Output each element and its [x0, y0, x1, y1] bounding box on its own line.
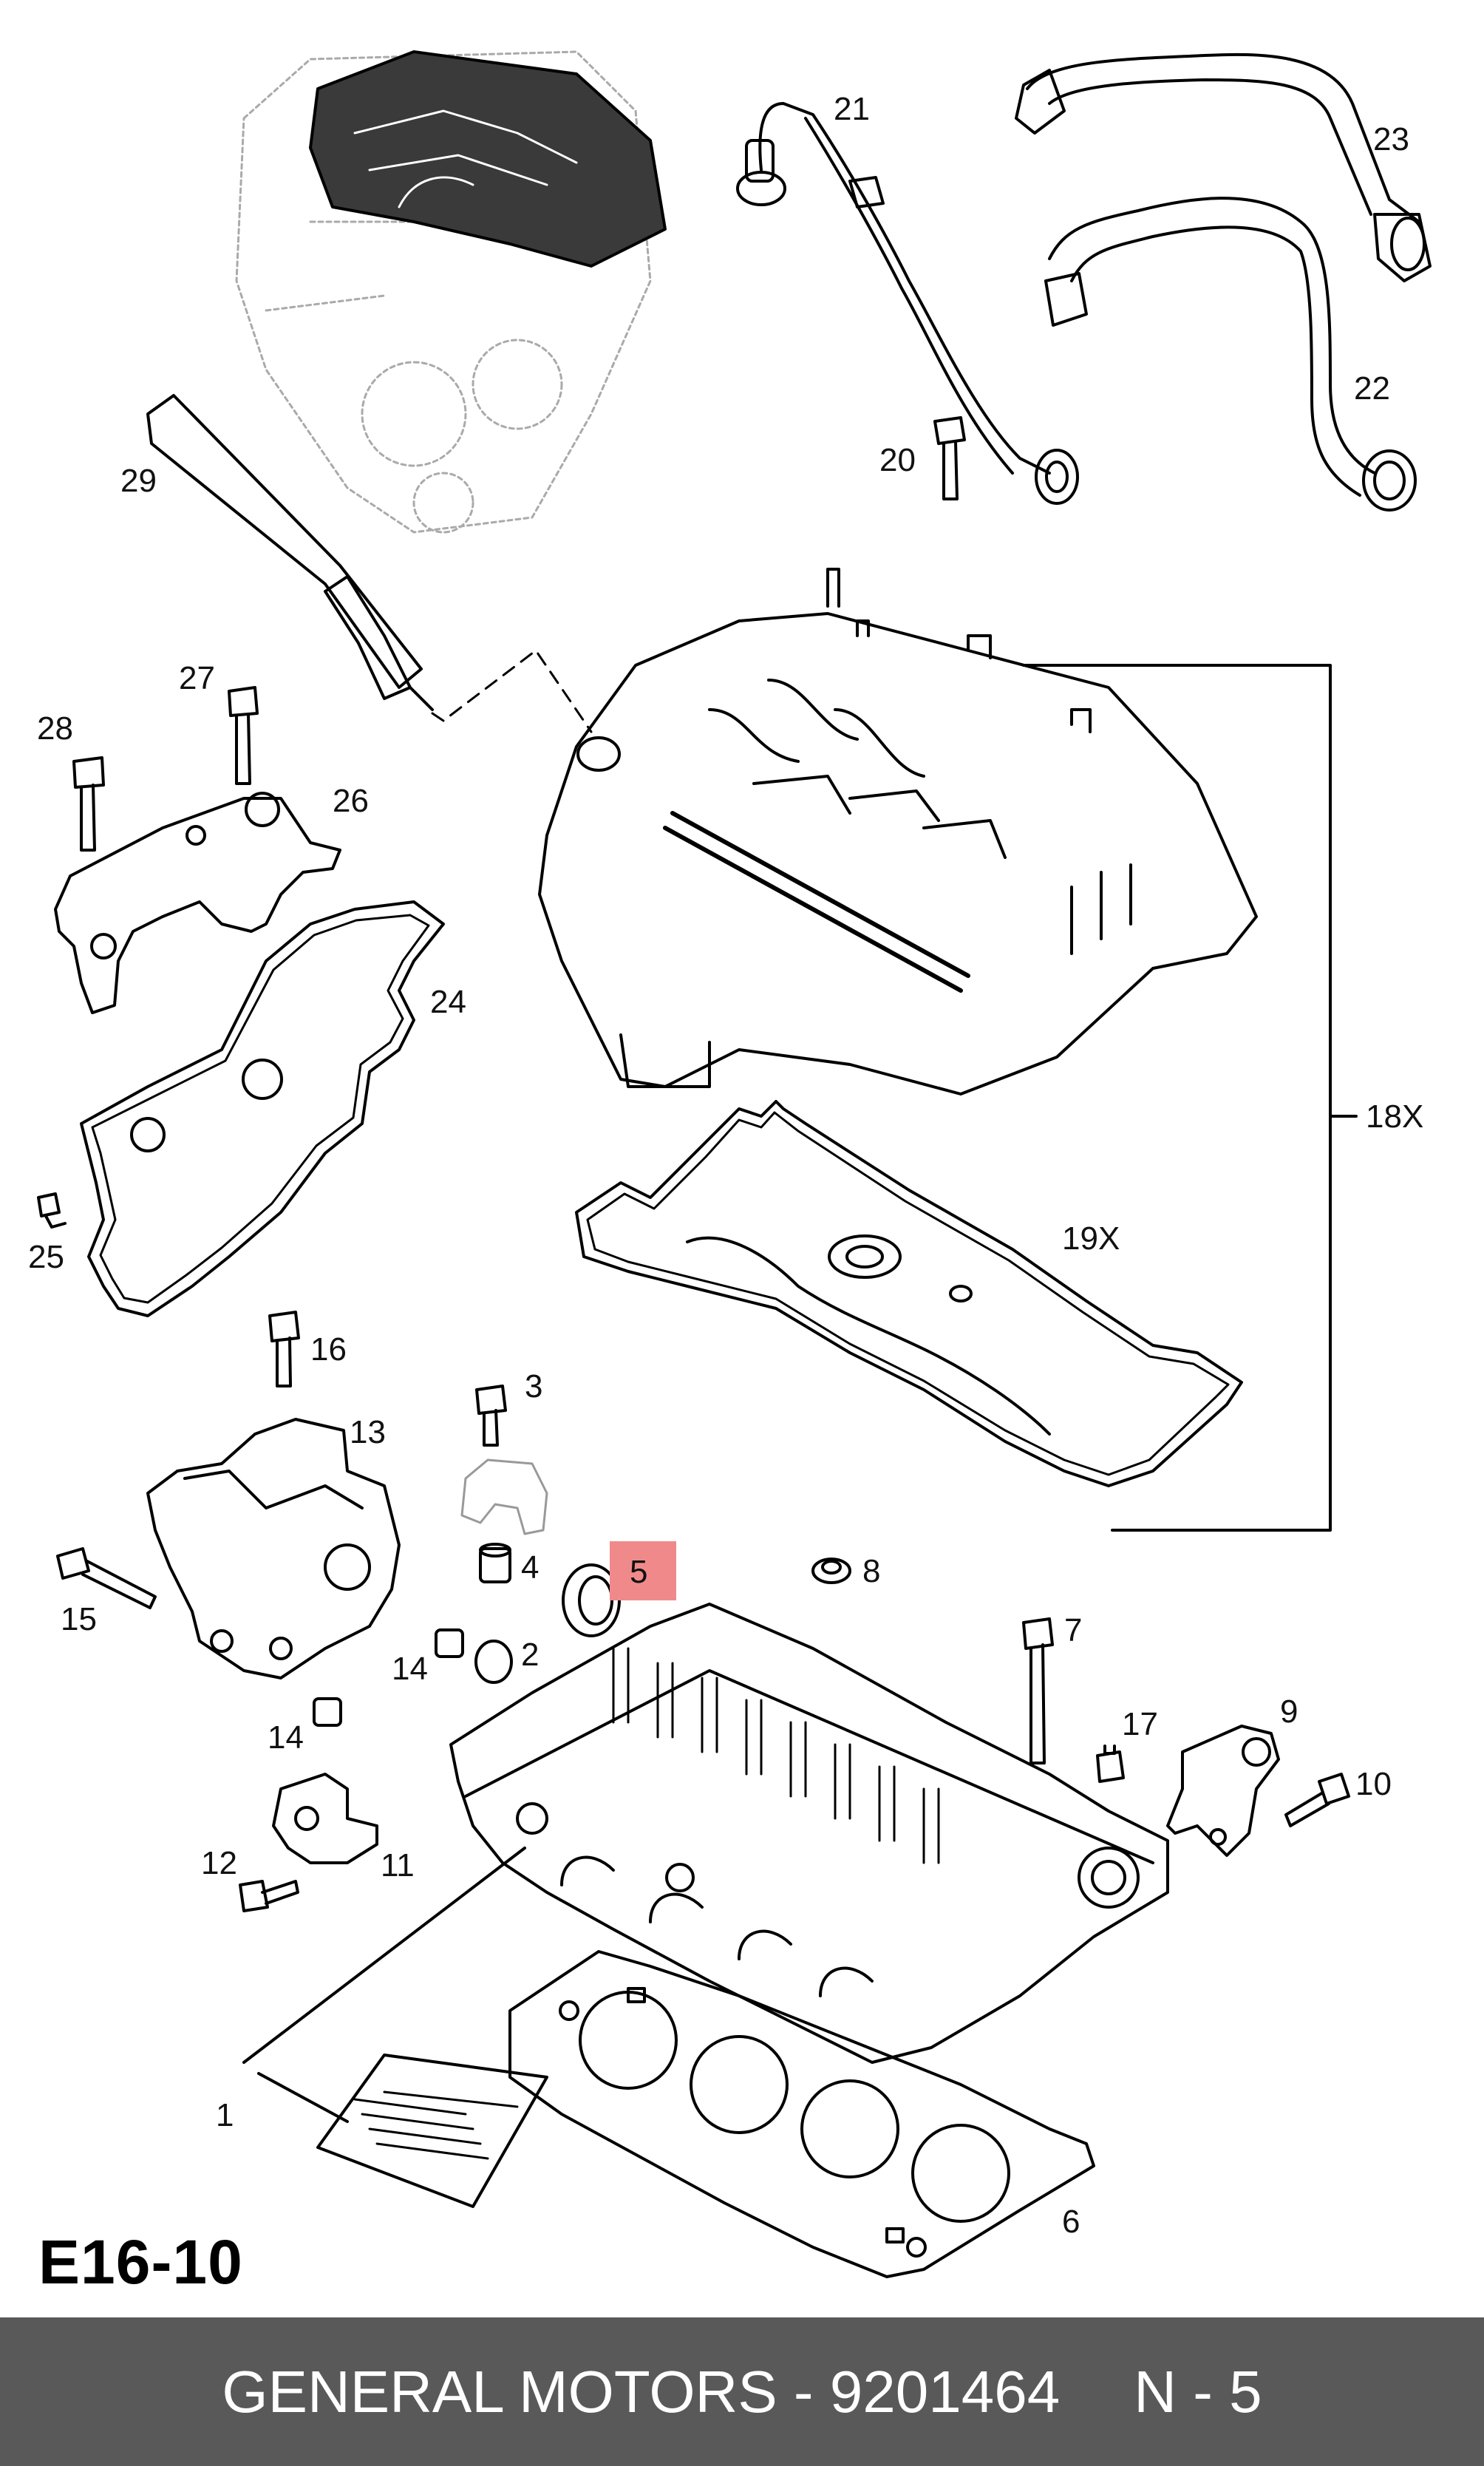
bolt-27 [228, 686, 259, 785]
highlight-box-part-5 [610, 1541, 676, 1600]
leader-1 [242, 1847, 526, 2123]
callout-8: 8 [862, 1553, 880, 1589]
callout-14a: 14 [392, 1651, 428, 1687]
bracket-26 [54, 792, 341, 1014]
timing-cover-gasket-24 [80, 900, 445, 1317]
callout-18X: 18X [1366, 1098, 1423, 1135]
sleeve-14a [435, 1628, 464, 1658]
stud-7 [1022, 1617, 1054, 1764]
dipstick-dashed-leader [431, 649, 593, 733]
engine-thumbnail [235, 50, 667, 534]
hose-21 [736, 102, 1079, 505]
exploded-parts-diagram: 1 2 3 4 5 6 7 8 9 10 11 12 13 14 14 15 1… [28, 50, 1432, 2278]
callout-23: 23 [1373, 121, 1409, 157]
callout-21: 21 [834, 91, 870, 127]
bolt-15 [56, 1547, 157, 1609]
valve-cover-gasket-19X [575, 1100, 1243, 1487]
callout-17: 17 [1122, 1706, 1158, 1742]
callout-16: 16 [310, 1331, 347, 1368]
callout-22: 22 [1354, 370, 1390, 407]
bolt-16 [268, 1311, 300, 1387]
sleeve-4 [479, 1543, 511, 1583]
callout-19X: 19X [1062, 1220, 1120, 1257]
callout-25: 25 [28, 1239, 64, 1275]
callout-4: 4 [521, 1549, 539, 1586]
callout-7: 7 [1064, 1612, 1082, 1648]
callout-15: 15 [61, 1601, 97, 1637]
clip-3 [460, 1458, 548, 1535]
head-gasket-6 [508, 1950, 1095, 2278]
callout-6: 6 [1062, 2204, 1080, 2240]
callout-27: 27 [179, 660, 215, 696]
cylinder-head-1 [449, 1603, 1169, 2064]
callout-5: 5 [630, 1554, 647, 1590]
bolt-17 [1096, 1745, 1125, 1783]
callout-11: 11 [381, 1847, 415, 1884]
callout-20: 20 [879, 442, 916, 478]
footer-part-number: 9201464 [829, 2358, 1061, 2425]
callout-labels: 1 2 3 4 5 6 7 8 9 10 11 12 13 14 14 15 1… [28, 91, 1423, 2240]
bolt-25 [37, 1192, 67, 1229]
footer-bar: GENERAL MOTORS - 9201464 N - 5 [0, 2317, 1484, 2466]
callout-2: 2 [521, 1637, 539, 1673]
footer-separator: - [777, 2358, 830, 2425]
diagram-code: E16-10 [38, 2227, 243, 2297]
cap-2 [474, 1640, 513, 1684]
hose-22 [1044, 197, 1417, 512]
bolt-12 [239, 1880, 299, 1912]
callout-26: 26 [333, 783, 369, 819]
sleeve-14b [313, 1697, 342, 1727]
callout-12: 12 [201, 1845, 237, 1881]
bracket-9 [1166, 1725, 1280, 1857]
bracket-13 [146, 1418, 401, 1679]
callout-1: 1 [216, 2097, 234, 2133]
bolt-28 [72, 756, 105, 852]
bolt-kit-bag-1 [316, 2054, 548, 2208]
hose-23 [1015, 52, 1432, 282]
callout-14b: 14 [268, 1719, 304, 1756]
dipstick-tube-29 [146, 394, 434, 711]
bolt-20 [933, 416, 966, 500]
callout-28: 28 [37, 710, 73, 747]
bolt-3 [475, 1385, 507, 1447]
intake-manifold-18X [538, 568, 1258, 1096]
callout-9: 9 [1280, 1694, 1298, 1730]
nut-8 [811, 1558, 851, 1584]
callout-29: 29 [120, 463, 157, 499]
assembly-bracket-18X [1022, 664, 1332, 1532]
callout-24: 24 [430, 984, 466, 1020]
bracket-11 [272, 1773, 378, 1864]
footer-brand: GENERAL MOTORS [222, 2358, 777, 2425]
callout-3: 3 [525, 1368, 542, 1404]
bolt-10 [1284, 1773, 1350, 1827]
callout-10: 10 [1355, 1766, 1392, 1802]
footer-position: N - 5 [1134, 2358, 1262, 2425]
callout-13: 13 [350, 1414, 386, 1450]
